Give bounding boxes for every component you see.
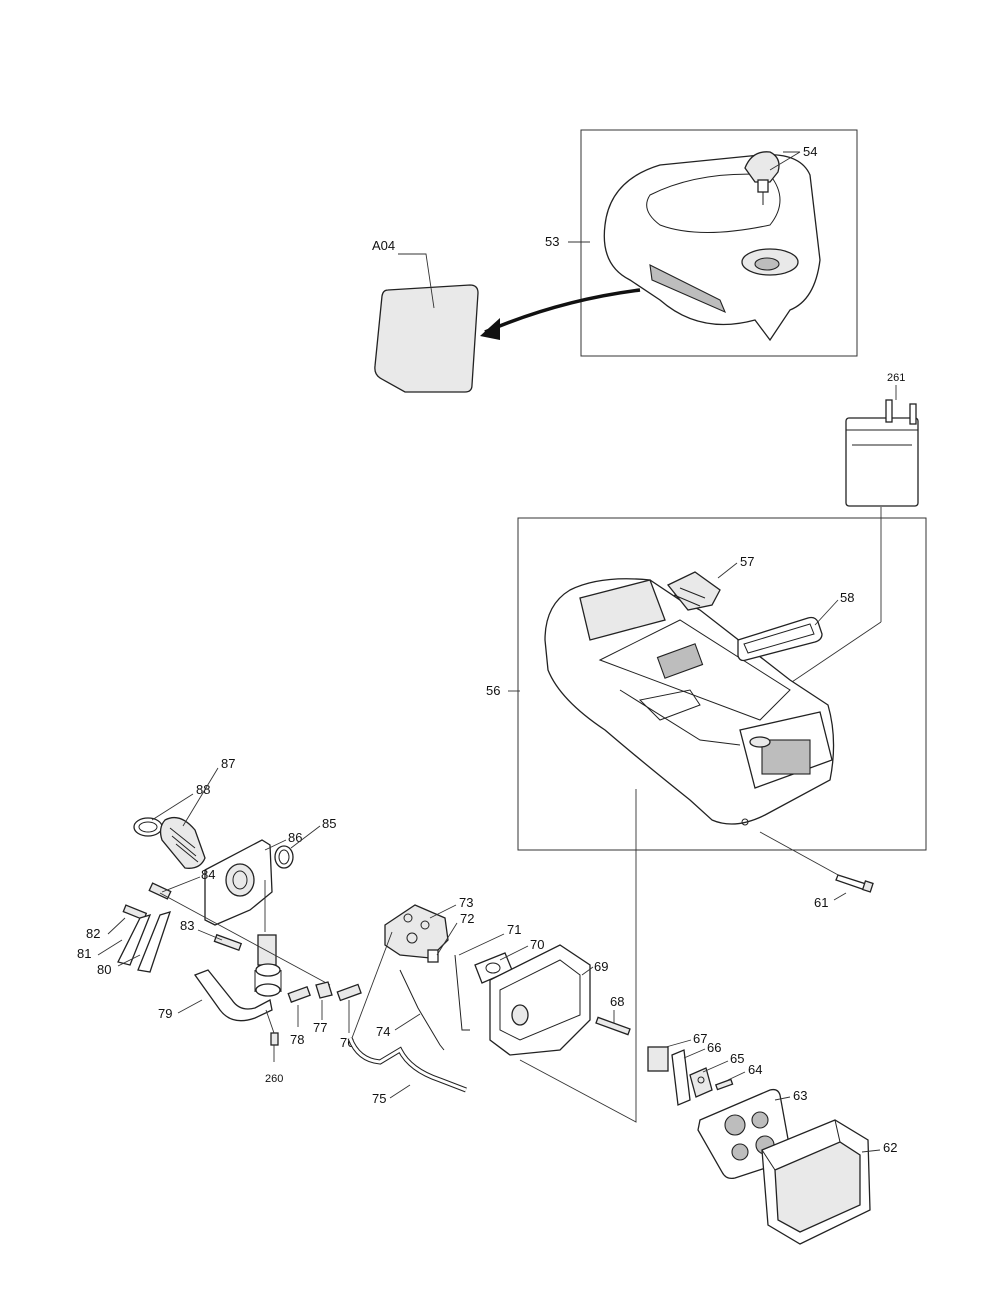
filter-sheet-part-A04	[374, 284, 641, 393]
spacer-part-67	[647, 1046, 669, 1072]
label-71: 71	[507, 922, 521, 937]
knob-part-54	[744, 151, 780, 205]
rod-part-74	[399, 969, 445, 1051]
top-cover-part-53	[603, 154, 821, 342]
fuel-pipe-part-75	[347, 931, 467, 1093]
label-75: 75	[372, 1091, 386, 1106]
label-84: 84	[201, 867, 215, 882]
label-72: 72	[460, 911, 474, 926]
intake-boot-part-87	[159, 816, 206, 869]
carburetor-part-73	[384, 904, 449, 963]
clamp-part-88	[133, 817, 163, 837]
filter-cartridge-part-261	[845, 399, 919, 507]
screw-part-61	[835, 874, 874, 893]
o-ring-part-85	[274, 845, 294, 869]
label-86: 86	[288, 830, 302, 845]
gasket-part-58	[737, 616, 823, 662]
carb-housing-part-69	[489, 944, 591, 1056]
fitting-part-77	[315, 981, 333, 999]
label-66: 66	[707, 1040, 721, 1055]
label-73: 73	[459, 895, 473, 910]
throttle-link-part-79	[193, 969, 273, 1022]
grille-part-57	[666, 571, 721, 611]
nozzle-part-84	[148, 882, 172, 900]
connector-part-78	[287, 985, 311, 1003]
screw-part-64	[714, 1078, 734, 1091]
label-261: 261	[887, 372, 905, 384]
housing-group-frame	[517, 517, 927, 851]
label-54: 54	[803, 144, 817, 159]
label-79: 79	[158, 1006, 172, 1021]
bolt-part-83	[213, 933, 243, 952]
intake-plate-part-86	[204, 839, 273, 932]
primer-assembly	[254, 934, 282, 997]
label-77: 77	[313, 1020, 327, 1035]
label-62: 62	[883, 1140, 897, 1155]
air-filter-part-62	[761, 1119, 871, 1245]
fuel-hose-part-80	[137, 911, 172, 973]
label-67: 67	[693, 1031, 707, 1046]
cover-group-frame	[580, 129, 858, 357]
label-57: 57	[740, 554, 754, 569]
hose-part-76	[336, 983, 362, 1002]
label-63: 63	[793, 1088, 807, 1103]
label-61: 61	[814, 895, 828, 910]
label-56: 56	[486, 683, 500, 698]
bracket-part-65	[689, 1067, 713, 1098]
label-70: 70	[530, 937, 544, 952]
label-80: 80	[97, 962, 111, 977]
bolt-part-68	[595, 1016, 631, 1036]
label-68: 68	[610, 994, 624, 1009]
seal-part-66	[671, 1049, 691, 1106]
label-53: 53	[545, 234, 559, 249]
label-81: 81	[77, 946, 91, 961]
label-82: 82	[86, 926, 100, 941]
fuel-hose-part-81	[117, 913, 152, 966]
screw-part-260	[270, 1032, 279, 1046]
label-74: 74	[376, 1024, 390, 1039]
label-260: 260	[265, 1073, 283, 1085]
label-69: 69	[594, 959, 608, 974]
label-65: 65	[730, 1051, 744, 1066]
label-87: 87	[221, 756, 235, 771]
label-64: 64	[748, 1062, 762, 1077]
label-83: 83	[180, 918, 194, 933]
label-58: 58	[840, 590, 854, 605]
label-A04: A04	[372, 238, 395, 253]
label-85: 85	[322, 816, 336, 831]
label-78: 78	[290, 1032, 304, 1047]
main-housing-part-56	[544, 578, 835, 826]
rod-part-71	[454, 954, 470, 1031]
